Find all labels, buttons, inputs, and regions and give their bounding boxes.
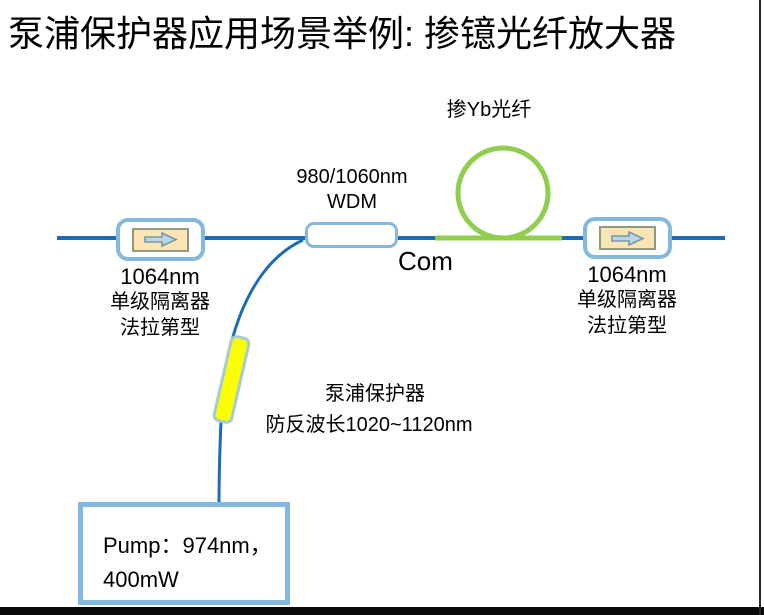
pump-protector-name: 泵浦保护器 [325,383,425,405]
isolator-left-subtype: 法拉第型 [120,317,200,339]
pump-protector-spec: 防反波长1020~1120nm [265,414,473,436]
isolator-left-wavelength: 1064nm [120,264,200,289]
isolator-left-type: 单级隔离器 [110,291,210,313]
wdm-label-name: WDM [327,191,377,213]
wdm-component [305,222,398,248]
isolator-right-subtype: 法拉第型 [587,315,667,337]
pump-label-line2: 400mW [103,567,179,592]
isolator-right [583,217,672,259]
slide-right-border [759,0,761,615]
right-arrow-icon [143,231,178,248]
isolator-right-wavelength: 1064nm [587,262,667,287]
yb-fiber-coil [455,145,551,241]
isolator-right-core [599,226,656,250]
pump-source-box: Pump：974nm， 400mW [78,502,290,605]
wdm-com-port-label: Com [398,246,453,276]
wdm-label-wavelength: 980/1060nm [296,166,408,188]
slide-bottom-border [0,607,764,615]
yb-fiber-label: 掺Yb光纤 [446,99,532,121]
isolator-right-type: 单级隔离器 [577,289,677,311]
right-arrow-icon [610,230,645,246]
isolator-left [116,218,205,261]
page-title: 泵浦保护器应用场景举例: 掺镱光纤放大器 [8,13,677,54]
isolator-left-core [132,227,189,252]
pump-label-line1: Pump：974nm， [103,533,272,558]
